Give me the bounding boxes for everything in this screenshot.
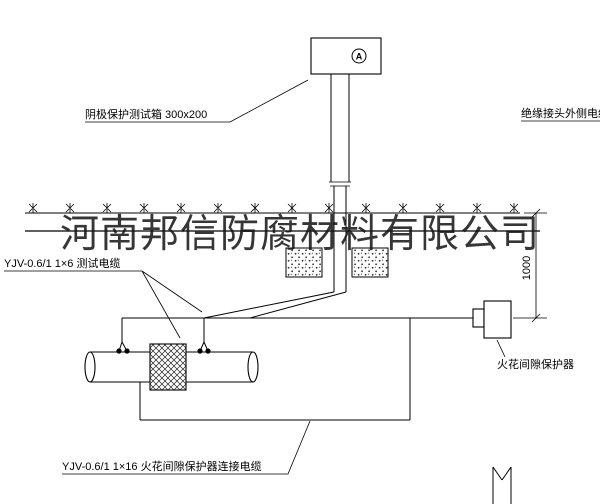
- conduit-coupling: [329, 181, 351, 187]
- concrete-block-left: [285, 247, 323, 278]
- spark-gap-cable-leader: [62, 420, 311, 475]
- spark-gap-protector: [472, 300, 512, 358]
- test-box-label: 阴极保护测试箱 300x200: [85, 107, 207, 121]
- concrete-block-right: [351, 247, 389, 278]
- test-cable-run-2: [249, 291, 347, 319]
- test-cable-label: YJV-0.6/1 1×6 测试电缆: [4, 257, 120, 270]
- pipe-end-left: [84, 351, 96, 383]
- test-box-assembly: A: [310, 37, 382, 75]
- spark-gap-leader: [496, 339, 506, 358]
- insulated-cable-label: 绝缘接头外侧电缆: [521, 106, 600, 120]
- cable-drop-left: [118, 318, 128, 352]
- test-cable-run-1: [203, 291, 335, 319]
- pipe-end-right: [247, 351, 259, 383]
- weld-dot-1: [116, 348, 122, 354]
- ground-hatch-marks: [28, 203, 519, 213]
- riser-outline: [492, 466, 512, 504]
- meter-circle: [351, 48, 367, 64]
- cable-routing: [118, 291, 473, 421]
- conduit: [329, 74, 351, 292]
- dimension: 1000: [513, 208, 547, 323]
- spark-gap-label: 火花间隙保护器: [497, 357, 574, 371]
- test-box-leader: [85, 79, 309, 123]
- insulating-joint: [149, 343, 187, 391]
- pipe-riser-symbol: [492, 466, 512, 504]
- spark-gap-body: [483, 300, 512, 339]
- conduit-lower: [333, 186, 347, 292]
- weld-dot-4: [205, 348, 211, 354]
- spark-gap-neck: [472, 308, 485, 328]
- cable-drop-right: [199, 318, 209, 352]
- meter-letter: A: [356, 52, 363, 62]
- test-cable-leader: [4, 270, 203, 339]
- dimension-ticks: [531, 208, 541, 323]
- test-box-outline: [310, 37, 382, 75]
- weld-dot-2: [124, 348, 130, 354]
- watermark-text: 河南邦信防腐材料有限公司: [60, 213, 540, 256]
- watermark: 河南邦信防腐材料有限公司: [25, 213, 540, 256]
- pipeline: [84, 343, 259, 391]
- spark-gap-cable-label: YJV-0.6/1 1×16 火花间隙保护器连接电缆: [62, 459, 262, 473]
- weld-dot-3: [197, 348, 203, 354]
- dimension-value: 1000: [521, 256, 533, 280]
- spark-gap-cable-loop: [139, 318, 411, 421]
- conduit-upper: [330, 74, 350, 182]
